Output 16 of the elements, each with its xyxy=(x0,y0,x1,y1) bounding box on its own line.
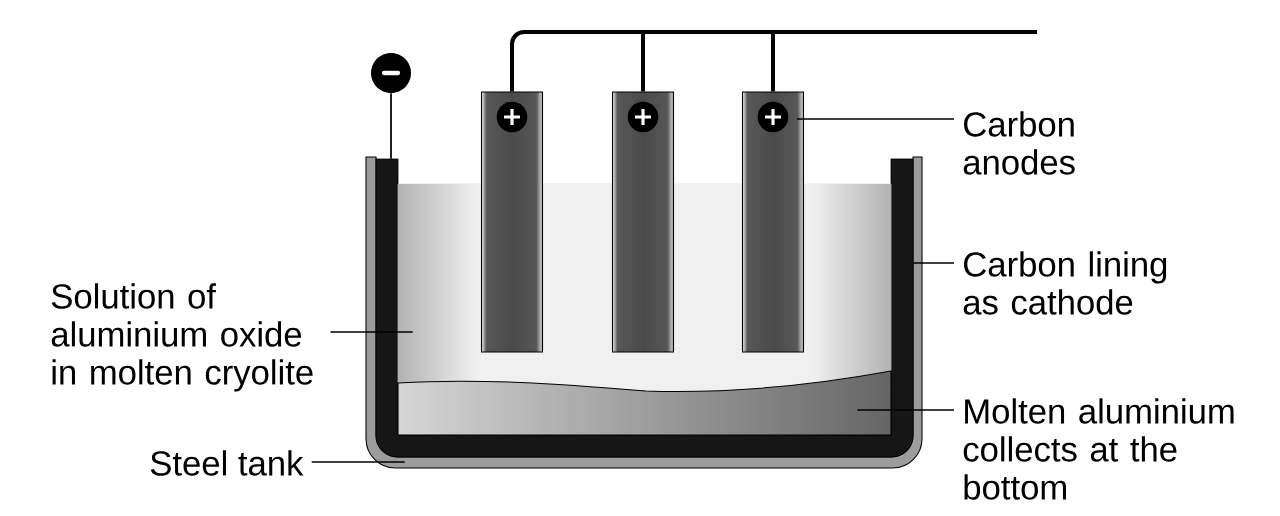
callout-label: Molten aluminium collects at the bottom xyxy=(963,398,1234,500)
leader-line xyxy=(329,331,414,333)
electrode-bar xyxy=(741,91,805,353)
leader-line xyxy=(856,409,955,411)
callout-label: Carbon anodes xyxy=(963,111,1075,175)
leader-line xyxy=(912,262,955,264)
leader-line xyxy=(390,92,392,160)
leader-line xyxy=(310,461,406,463)
leader-line xyxy=(796,118,955,120)
wire xyxy=(771,30,1037,92)
callout-label: Carbon lining as cathode xyxy=(963,251,1167,315)
callout-label: Solution of aluminium oxide in molten cryolite xyxy=(51,283,313,392)
minus-terminal-icon xyxy=(371,53,411,93)
callout-label: Steel tank xyxy=(150,450,304,476)
electrode-bar xyxy=(611,91,675,353)
electrode-bar xyxy=(480,91,544,353)
